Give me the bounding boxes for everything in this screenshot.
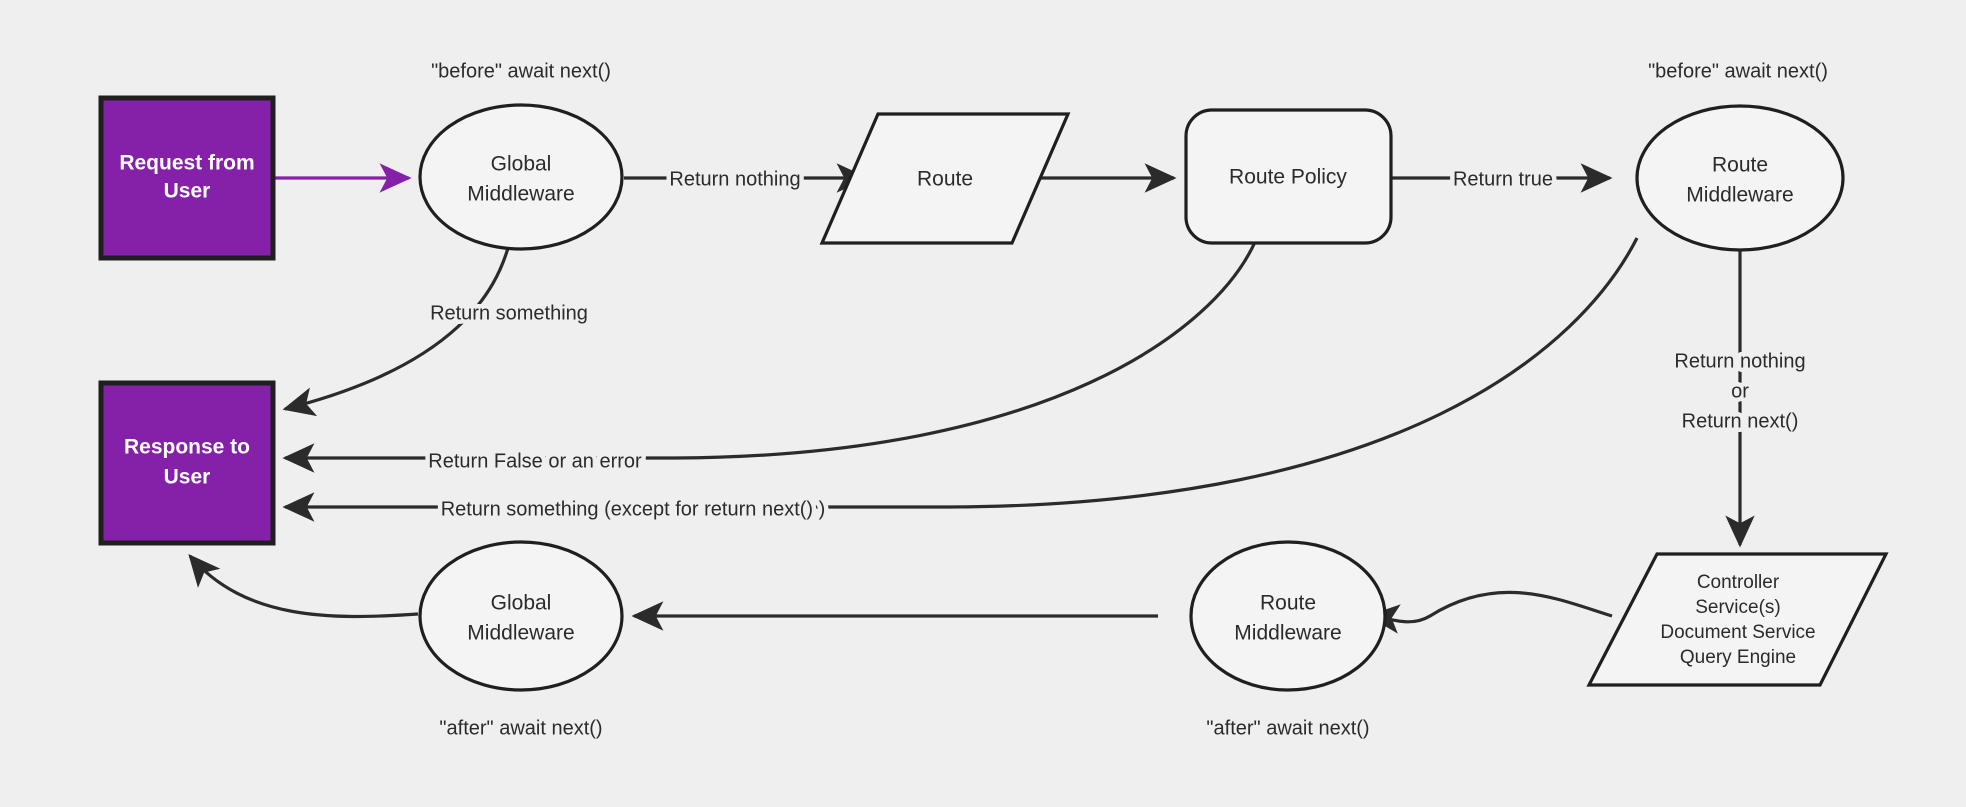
- route-policy-label: Route Policy: [1229, 166, 1347, 189]
- global-middleware-before-label-line1: Global: [491, 153, 552, 176]
- route-middleware-after-ellipse[interactable]: [1189, 540, 1387, 692]
- edge-label-return-true: Return true: [1453, 168, 1553, 190]
- annotation-after-await-next-route: "after" await next(): [1206, 717, 1369, 739]
- global-middleware-before-label-line2: Middleware: [467, 183, 574, 206]
- node-route-middleware-after[interactable]: Route Middleware: [1189, 540, 1387, 692]
- global-middleware-before-ellipse[interactable]: [418, 103, 624, 251]
- controller-services-line-1: Controller: [1697, 572, 1780, 593]
- node-route-middleware-before[interactable]: Route Middleware: [1635, 104, 1845, 252]
- global-middleware-after-label-line2: Middleware: [467, 622, 574, 645]
- node-global-middleware-after[interactable]: Global Middleware: [418, 540, 624, 692]
- edge-label-return-false-or-error: Return False or an error: [428, 450, 642, 472]
- route-middleware-after-label-line2: Middleware: [1234, 622, 1341, 645]
- request-from-user-label-line2: User: [164, 180, 211, 203]
- response-to-user-box[interactable]: [98, 380, 276, 546]
- node-response-to-user[interactable]: Response to User: [98, 380, 276, 546]
- annotation-before-await-next-global: "before" await next(): [431, 60, 611, 82]
- edge-label-return-nothing-or-next-line1: Return nothing: [1674, 350, 1805, 372]
- node-route[interactable]: Route: [819, 112, 1071, 245]
- controller-services-line-3: Document Service: [1660, 622, 1815, 643]
- global-middleware-after-label-line1: Global: [491, 592, 552, 615]
- route-label: Route: [917, 168, 973, 191]
- node-controller-services[interactable]: Controller Service(s) Document Service Q…: [1586, 552, 1889, 687]
- edge-label-return-something-except-next: Return something (except for return next…: [441, 498, 826, 520]
- controller-services-line-4: Query Engine: [1680, 647, 1796, 668]
- route-middleware-after-label-line1: Route: [1260, 592, 1316, 615]
- request-from-user-label-line1: Request from: [119, 152, 254, 175]
- edge-label-return-nothing: Return nothing: [669, 168, 800, 190]
- annotation-before-await-next-route: "before" await next(): [1648, 60, 1828, 82]
- edge-controller-to-route-middleware-after: [1367, 590, 1613, 634]
- annotation-after-await-next-global: "after" await next(): [439, 717, 602, 739]
- edge-route-policy-to-response: [282, 241, 1257, 473]
- route-middleware-before-ellipse[interactable]: [1635, 104, 1845, 252]
- edge-label-return-something-global: Return something: [430, 302, 588, 324]
- route-parallelogram[interactable]: [819, 112, 1071, 245]
- edge-global-middleware-to-response: [282, 247, 510, 417]
- node-route-policy[interactable]: Route Policy: [1184, 108, 1393, 245]
- response-to-user-label-line2: User: [164, 466, 211, 489]
- edge-label-return-nothing-or-next-line2: or: [1731, 380, 1749, 402]
- edge-label-return-nothing-or-next-line3: Return next(): [1682, 410, 1799, 432]
- node-request-from-user[interactable]: Request from User: [98, 95, 276, 261]
- request-from-user-box[interactable]: [98, 95, 276, 261]
- edge-global-middleware-after-to-response: [188, 554, 419, 619]
- response-to-user-label-line1: Response to: [124, 436, 250, 459]
- route-policy-box[interactable]: [1184, 108, 1393, 245]
- route-middleware-before-label-line1: Route: [1712, 154, 1768, 177]
- controller-services-line-2: Service(s): [1695, 597, 1781, 618]
- node-global-middleware-before[interactable]: Global Middleware: [418, 103, 624, 251]
- edge-route-middleware-to-response: [282, 237, 1639, 522]
- global-middleware-after-ellipse[interactable]: [418, 540, 624, 692]
- controller-services-parallelogram[interactable]: [1586, 552, 1889, 687]
- route-middleware-before-label-line2: Middleware: [1686, 184, 1793, 207]
